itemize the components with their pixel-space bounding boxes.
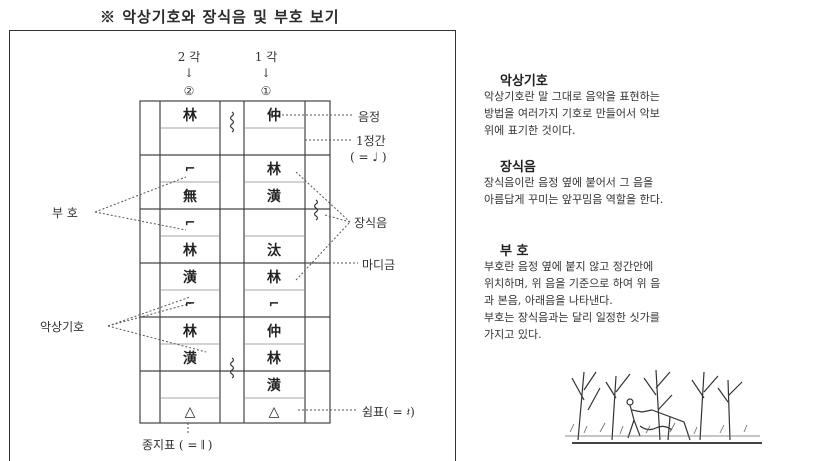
col1-cell: 潢 <box>267 378 281 394</box>
label-buho: 부 호 <box>52 206 78 220</box>
section-heading-aksang: 악상기호 <box>500 74 548 89</box>
diagram-frame <box>9 30 456 461</box>
col2-cell: 林 <box>183 324 197 340</box>
column-2-label: 2 각 <box>177 50 201 64</box>
section-body-aksang: 악상기호란 말 그대로 음악을 표현하는 방법을 여러가지 기호로 만들어서 악… <box>484 90 660 137</box>
vibrato-mark-2 <box>313 199 319 221</box>
vibrato-mark-1 <box>229 111 235 133</box>
leader-aksang-2 <box>107 302 193 327</box>
label-aksang: 악상기호 <box>40 320 85 334</box>
col2-cell: 潢 <box>183 270 197 286</box>
leader-aksang-1 <box>107 296 191 327</box>
col2-cell: ⌐ <box>184 296 196 312</box>
col1-cell: 汰 <box>267 243 281 259</box>
col2-cell: ⌐ <box>184 161 196 177</box>
column-1-label: 1 각 <box>254 50 278 64</box>
col2-cell: 林 <box>183 108 197 124</box>
leader-buho-1 <box>94 176 187 213</box>
col2-cell: 潢 <box>183 351 197 367</box>
label-jeonggan: 1정간 <box>356 134 386 148</box>
score-outline <box>139 100 331 424</box>
column-1-arrow: ↓ <box>260 66 272 80</box>
section-body-buho: 부호란 음정 옆에 붙지 않고 정간안에 위치하며, 위 음을 기준으로 하여 … <box>484 260 661 341</box>
col1-rest-symbol: △ <box>268 404 280 420</box>
col1-cell: 林 <box>267 270 281 286</box>
column-1-number: ① <box>260 84 272 98</box>
leader-aksang-3 <box>107 325 207 353</box>
col1-cell: 林 <box>267 162 281 178</box>
label-jeonggan-sub: ( = ♩ ) <box>350 150 387 164</box>
col1-cell: 仲 <box>267 108 281 124</box>
col2-rest-symbol: △ <box>184 404 196 420</box>
col2-cell: 林 <box>183 243 197 259</box>
label-jangsigeum: 장식음 <box>354 216 388 230</box>
col1-cell: 仲 <box>267 324 281 340</box>
section-heading-buho: 부 호 <box>500 244 529 259</box>
column-2-number: ② <box>183 84 195 98</box>
col1-cell: 林 <box>267 351 281 367</box>
vibrato-mark-3 <box>229 357 235 379</box>
label-jongjipyo: 종지표 ( = 𝄂 ) <box>142 438 213 452</box>
col1-cell: ⌐ <box>268 296 280 312</box>
leader-jangsigeum-3 <box>295 221 351 281</box>
col2-cell: ⌐ <box>184 215 196 231</box>
leader-jangsigeum-2 <box>324 214 351 223</box>
section-body-jangsigeum: 장식음이란 음정 옆에 붙어서 그 음을 아름답게 꾸미는 앞꾸밈음 역할을 한… <box>484 176 664 206</box>
leader-buho-2 <box>94 211 187 231</box>
page-title: ※ 악상기호와 장식음 및 부호 보기 <box>100 8 340 26</box>
col2-cell: 無 <box>183 189 197 205</box>
label-madigeum: 마디금 <box>362 258 396 272</box>
label-swimpyo: 쉼표( = 𝄽) <box>362 405 415 419</box>
section-heading-jangsigeum: 장식음 <box>500 160 536 175</box>
label-eumjeong: 음정 <box>358 110 381 124</box>
column-2-arrow: ↓ <box>183 66 195 80</box>
col1-cell: 潢 <box>267 189 281 205</box>
leader-jangsigeum-1 <box>295 171 351 223</box>
